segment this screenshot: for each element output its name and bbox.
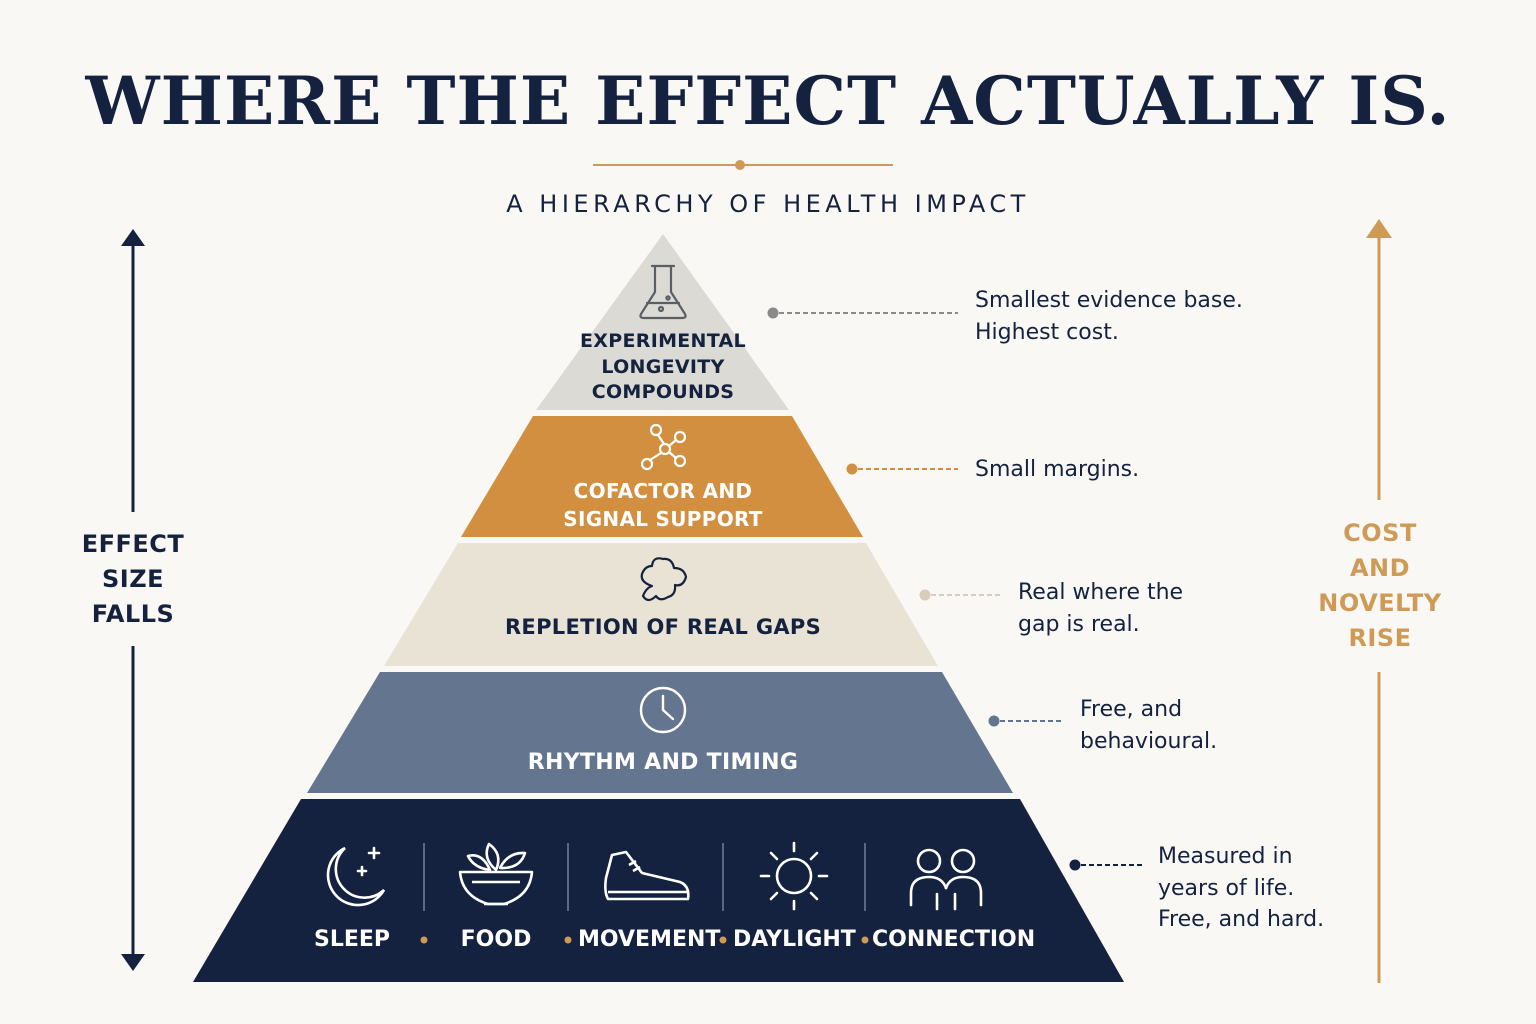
page-title: WHERE THE EFFECT ACTUALLY IS. <box>85 62 1451 140</box>
puzzle-piece-icon <box>640 557 688 602</box>
annotation-experimental: Smallest evidence base. Highest cost. <box>975 288 1243 345</box>
foundation-item-movement: MOVEMENT <box>578 927 721 952</box>
foundation-item-food: FOOD <box>460 927 532 952</box>
effect-size-label: EFFECT SIZE FALLS <box>81 530 185 628</box>
tier-rhythm-label: RHYTHM AND TIMING <box>527 750 799 775</box>
leader-cofactor <box>846 463 958 475</box>
tier-experimental <box>536 234 789 410</box>
tier-cofactor-label: COFACTOR AND SIGNAL SUPPORT <box>563 479 763 531</box>
bowl-leaves-icon <box>458 842 534 906</box>
tier-foundation <box>193 799 1124 982</box>
effect-size-arrow <box>121 229 145 971</box>
tier-repletion <box>384 543 938 666</box>
moon-stars-icon <box>326 846 386 907</box>
flask-icon <box>639 264 687 320</box>
annotation-repletion: Real where the gap is real. <box>1018 580 1184 637</box>
annotation-foundation: Measured in years of life. Free, and har… <box>1158 844 1325 932</box>
clock-icon <box>639 686 687 734</box>
leader-foundation <box>1069 859 1143 871</box>
annotation-rhythm: Free, and behavioural. <box>1080 697 1218 754</box>
leader-rhythm <box>988 715 1064 727</box>
cost-novelty-label: COST AND NOVELTY RISE <box>1318 519 1442 652</box>
tier-repletion-label: REPLETION OF REAL GAPS <box>504 615 822 639</box>
sun-icon <box>759 841 829 911</box>
foundation-item-daylight: DAYLIGHT <box>733 927 856 952</box>
page-subtitle: A HIERARCHY OF HEALTH IMPACT <box>506 190 1030 218</box>
foundation-dividers <box>423 843 866 911</box>
foundation-item-connection: CONNECTION <box>872 927 1036 952</box>
leader-experimental <box>767 307 958 319</box>
foundation-item-sleep: SLEEP <box>313 927 391 952</box>
annotation-cofactor: Small margins. <box>975 457 1140 482</box>
sneaker-icon <box>604 850 690 901</box>
foundation-separator-dots <box>420 936 869 944</box>
title-divider-dot <box>735 160 745 170</box>
network-nodes-icon <box>640 423 687 471</box>
tier-cofactor <box>461 416 863 537</box>
tier-experimental-label: EXPERIMENTAL LONGEVITY COMPOUNDS <box>580 330 746 403</box>
people-icon <box>909 848 983 911</box>
leader-repletion <box>919 589 1001 601</box>
cost-novelty-arrow <box>1366 219 1392 983</box>
